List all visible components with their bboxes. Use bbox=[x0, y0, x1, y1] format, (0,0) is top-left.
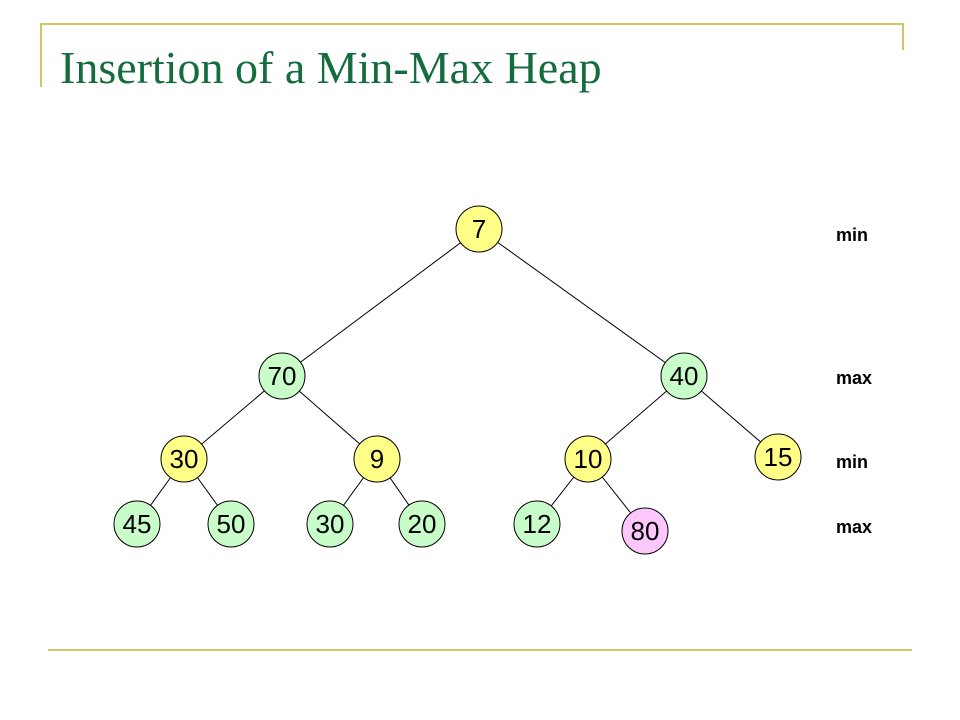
node-value: 7 bbox=[472, 214, 486, 244]
heap-node: 15 bbox=[754, 433, 802, 481]
tree-edge bbox=[478, 228, 685, 377]
node-circle bbox=[353, 435, 401, 483]
node-value: 9 bbox=[370, 444, 384, 474]
node-value: 45 bbox=[123, 509, 152, 539]
heap-node: 10 bbox=[564, 435, 612, 483]
node-circle bbox=[160, 435, 208, 483]
heap-node: 12 bbox=[513, 500, 561, 548]
node-value: 50 bbox=[217, 509, 246, 539]
tree-edge bbox=[281, 228, 480, 377]
node-circle bbox=[258, 352, 306, 400]
heap-node: 45 bbox=[113, 500, 161, 548]
node-value: 20 bbox=[408, 509, 437, 539]
heap-node: 50 bbox=[207, 500, 255, 548]
node-value: 80 bbox=[631, 516, 660, 546]
frame-left-rule bbox=[40, 23, 42, 87]
heap-node: 30 bbox=[306, 500, 354, 548]
node-value: 12 bbox=[523, 509, 552, 539]
level-label-2: min bbox=[836, 452, 869, 472]
heap-node: 70 bbox=[258, 352, 306, 400]
node-circle bbox=[621, 507, 669, 555]
frame-bottom-rule bbox=[48, 649, 912, 651]
level-label-0: min bbox=[836, 225, 869, 245]
level-label-1: max bbox=[836, 368, 873, 388]
node-value: 70 bbox=[268, 361, 297, 391]
node-circle bbox=[398, 500, 446, 548]
node-circle bbox=[306, 500, 354, 548]
node-value: 30 bbox=[170, 444, 199, 474]
node-value: 30 bbox=[316, 509, 345, 539]
level-label-3: max bbox=[836, 517, 873, 537]
heap-node: 7 bbox=[455, 205, 503, 253]
node-circle bbox=[564, 435, 612, 483]
node-circle bbox=[513, 500, 561, 548]
node-circle bbox=[660, 352, 708, 400]
slide-title: Insertion of a Min-Max Heap bbox=[60, 42, 602, 93]
heap-node: 40 bbox=[660, 352, 708, 400]
node-value: 40 bbox=[670, 361, 699, 391]
frame-top-rule bbox=[40, 23, 904, 25]
node-circle bbox=[455, 205, 503, 253]
node-value: 15 bbox=[764, 442, 793, 472]
heap-node: 20 bbox=[398, 500, 446, 548]
heap-node: 30 bbox=[160, 435, 208, 483]
heap-node: 9 bbox=[353, 435, 401, 483]
node-value: 10 bbox=[574, 444, 603, 474]
tree-nodes: 7 70 40 30 9 10 15 45 50 30 20 12 80 bbox=[113, 205, 802, 555]
frame-right-rule bbox=[902, 23, 904, 50]
node-circle bbox=[113, 500, 161, 548]
node-circle bbox=[207, 500, 255, 548]
inserted-heap-node: 80 bbox=[621, 507, 669, 555]
node-circle bbox=[754, 433, 802, 481]
